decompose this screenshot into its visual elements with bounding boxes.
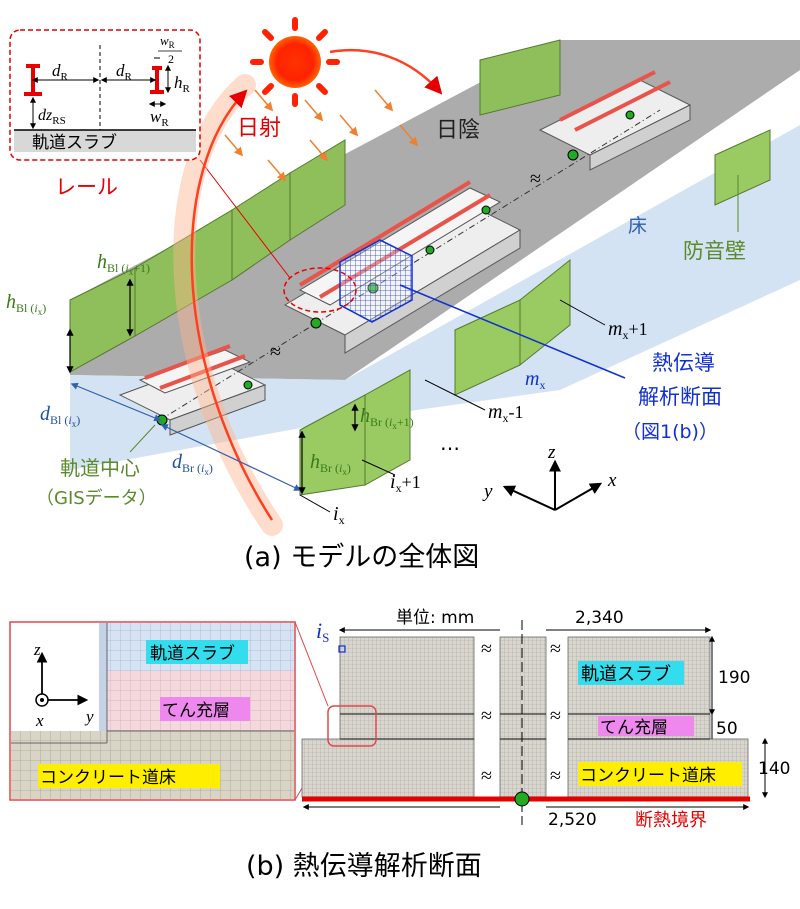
rail-label: レール — [55, 175, 118, 199]
sun-icon — [250, 17, 340, 107]
h-bl-ix-plus1-label: hBl (ix+1) — [97, 251, 150, 277]
mx-minus1-label: mx-1 — [488, 401, 523, 425]
ix-plus1-label: ix+1 — [390, 471, 421, 495]
d-bl-ix-label: dBl (ix) — [40, 403, 80, 429]
svg-text:x: x — [607, 470, 617, 491]
d-br-ix-label: dBr (ix) — [172, 451, 213, 477]
w-r-label: wR — [150, 107, 169, 129]
track-center-point — [625, 110, 635, 120]
zoom-concrete-label: コンクリート道床 — [40, 768, 176, 788]
is-label: iS — [316, 618, 329, 645]
top-width-dimension: 2,340 — [575, 608, 624, 628]
track-centerline — [159, 109, 661, 421]
break-mark: ≈ — [481, 765, 492, 787]
rail-dimension-inset: dR dR wR 2 hR wR dzRS 軌道スラブ — [9, 29, 201, 161]
solar-radiation-label: 日射 — [237, 116, 281, 141]
track-slab-far — [538, 70, 692, 171]
svg-text:y: y — [482, 481, 493, 502]
break-mark: ≈ — [550, 705, 561, 727]
dim-140: 140 — [758, 759, 790, 779]
track-center-point — [243, 380, 253, 390]
svg-text:z: z — [33, 640, 41, 659]
rail-profile-right-icon — [150, 66, 164, 94]
break-mark: ≈ — [550, 638, 561, 660]
zoom-fill-label: てん充層 — [162, 701, 230, 721]
section-center-point — [514, 791, 530, 807]
section-fill-label: てん充層 — [600, 718, 668, 738]
unit-label: 単位: mm — [396, 608, 474, 628]
ix-label: ix — [333, 503, 345, 527]
break-mark: ≈ — [481, 638, 492, 660]
left-barrier-wall — [69, 39, 561, 373]
adiabatic-boundary-label: 断熱境界 — [635, 810, 707, 831]
section-label-line3: （図1(b)） — [622, 421, 718, 443]
sun-path-arrow-top — [329, 48, 443, 95]
track-center-point — [481, 205, 491, 215]
section-slab-label: 軌道スラブ — [581, 663, 671, 685]
ellipsis-mark: ⋯ — [440, 438, 460, 460]
dim-190: 190 — [718, 668, 750, 688]
section-label-line2: 解析断面 — [638, 385, 722, 409]
zoom-slab-label: 軌道スラブ — [150, 643, 235, 664]
dz-rs-label: dzRS — [38, 107, 66, 127]
section-label-line1: 熱伝導 — [652, 351, 715, 375]
svg-text:x: x — [35, 711, 44, 730]
mx-plus1-label: mx+1 — [608, 318, 648, 342]
break-mark: ≈ — [550, 765, 561, 787]
solar-radiation-arrows — [224, 89, 419, 182]
right-barrier-wall — [299, 129, 771, 496]
section-concrete-label: コンクリート道床 — [580, 766, 716, 786]
inset-slab-label: 軌道スラブ — [32, 132, 117, 153]
break-mark: ≈ — [530, 168, 541, 190]
svg-text:y: y — [84, 707, 94, 726]
break-mark: ≈ — [270, 341, 281, 363]
h-r-label: hR — [174, 73, 191, 95]
zoom-highlight-box — [327, 705, 377, 747]
svg-text:z: z — [547, 442, 556, 463]
dim-50: 50 — [716, 719, 738, 739]
track-center-point — [425, 245, 435, 255]
d-r-label-left: dR — [52, 61, 69, 83]
axes-icon-a: z x y — [482, 442, 617, 511]
caption-a: (a) モデルの全体図 — [244, 542, 479, 573]
part-b-section: 軌道スラブ てん充層 コンクリート道床 z y x — [9, 608, 790, 882]
zoom-inset: 軌道スラブ てん充層 コンクリート道床 z y x — [9, 621, 296, 801]
w-r-half-numerator: wR — [160, 33, 175, 50]
track-center-label-line2: （GISデータ） — [36, 488, 157, 509]
bottom-width-dimension: 2,520 — [548, 810, 597, 830]
rail-leader-line — [199, 159, 291, 279]
sound-barrier-label: 防音壁 — [683, 239, 746, 263]
section-leader-line — [399, 284, 626, 379]
h-br-ix-label: hBr (ix) — [310, 451, 351, 477]
track-center-label-line1: 軌道中心 — [60, 456, 140, 480]
rail-highlight-ellipse — [283, 267, 357, 313]
part-a-model-overview: ≈ ≈ — [6, 17, 800, 573]
analysis-section-plane — [339, 239, 413, 323]
floor-label: 床 — [628, 215, 647, 237]
break-mark: ≈ — [481, 705, 492, 727]
h-br-ix-plus1-label: hBr (ix+1) — [360, 405, 414, 431]
shade-label: 日陰 — [436, 118, 480, 143]
h-bl-ix-label: hBl (ix) — [6, 291, 46, 317]
axes-icon-b: z y x — [33, 640, 94, 730]
mx-label: mx — [525, 368, 545, 392]
d-r-label-right: dR — [116, 61, 133, 83]
track-center-point — [310, 317, 322, 329]
caption-b: (b) 熱伝導解析断面 — [246, 851, 482, 882]
w-r-half-denominator: 2 — [168, 52, 174, 66]
track-center-point — [567, 149, 579, 161]
